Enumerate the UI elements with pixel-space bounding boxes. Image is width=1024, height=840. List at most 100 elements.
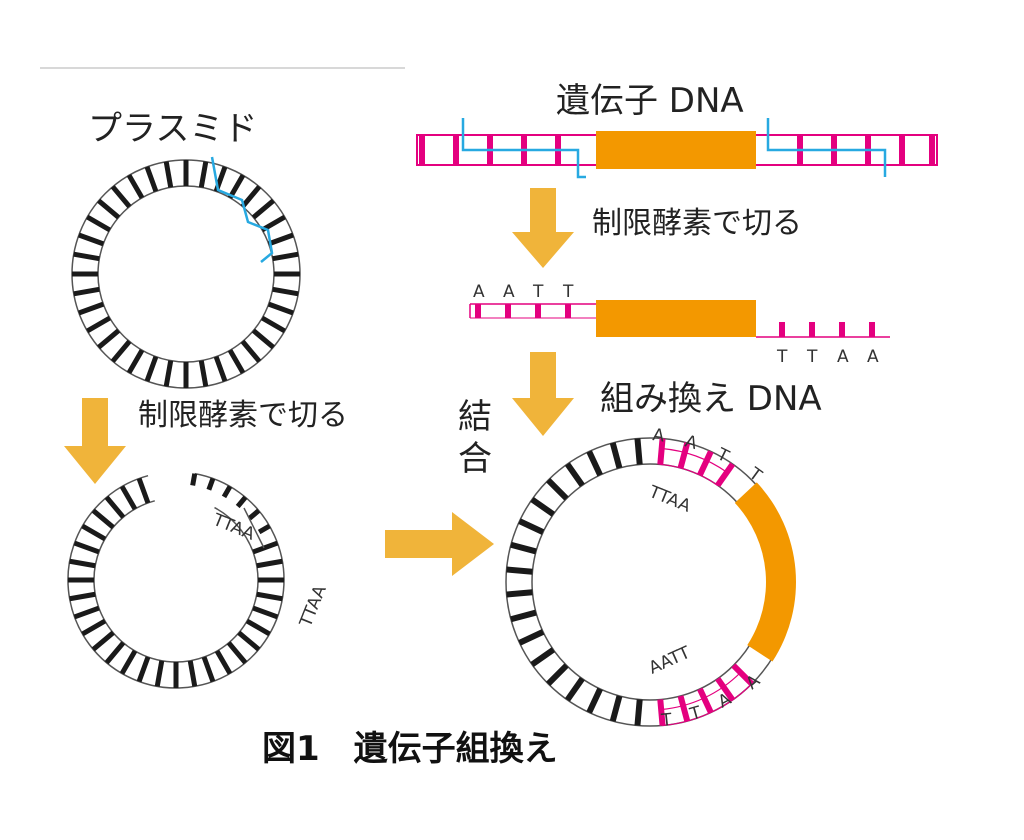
plasmid-segment: [251, 198, 275, 220]
recomb-plasmid-segment: [564, 462, 585, 488]
plasmid-segment: [272, 251, 299, 262]
cut-gene-fragment: [469, 300, 890, 338]
open-plasmid-segment: [214, 649, 233, 675]
plasmid-segment: [267, 232, 294, 247]
open-plasmid-sticky-segment: [235, 495, 248, 509]
fragment-gene-block: [596, 300, 756, 337]
open-plasmid-segment: [252, 540, 279, 555]
recomb-top-junction-outline: [659, 447, 728, 487]
cut-label-left: 制限酵素で切る: [138, 398, 348, 433]
sticky-top-base-2: A: [503, 282, 515, 302]
plasmid-segment: [267, 301, 294, 316]
open-plasmid-sticky-segment: [221, 485, 233, 499]
open-plasmid-sticky-segment: [257, 523, 271, 535]
open-plasmid-segment: [245, 618, 271, 637]
plasmid-segment: [240, 185, 262, 209]
plasmid-segment: [251, 328, 275, 350]
opened-plasmid: [67, 472, 285, 689]
plasmid-cut-line: [210, 156, 274, 263]
recomb-outer-top-1: A: [651, 425, 666, 446]
plasmid-segment: [144, 355, 159, 382]
recomb-plasmid-segment: [609, 695, 623, 722]
open-plasmid-segment: [81, 523, 107, 542]
arrow-down-plasmid: [64, 398, 126, 484]
open-plasmid-segment: [252, 605, 279, 620]
plasmid-segment: [73, 286, 100, 297]
plasmid-segment: [272, 286, 299, 297]
bind-label-1: 結: [458, 397, 492, 437]
plasmid-segment: [163, 161, 174, 188]
gene-stripe: [453, 135, 459, 165]
cut-label-top: 制限酵素で切る: [592, 206, 802, 241]
open-plasmid-segment: [104, 495, 126, 519]
open-plasmid-segment: [136, 477, 151, 504]
fragment-top-tooth: [565, 304, 571, 318]
plasmid-segment: [126, 348, 145, 374]
open-plasmid-sticky-segment: [247, 508, 261, 521]
arrow-right-combine: [385, 512, 494, 576]
fragment-bottom-tooth: [839, 322, 845, 337]
recomb-top-junction-segment: [677, 442, 691, 469]
recomb-gene-insert: [734, 482, 796, 662]
open-plasmid-segment: [81, 618, 107, 637]
recombinant-ring: [505, 437, 796, 727]
recomb-plasmid-segment: [609, 442, 623, 469]
sticky-bottom-base-3: A: [837, 347, 849, 367]
gene-stripe: [419, 135, 425, 165]
plasmid-segment: [144, 166, 159, 193]
plasmid-segment: [163, 360, 174, 387]
recomb-inner-top: TTAA: [645, 482, 694, 517]
figure-caption: 図1 遺伝子組換え: [262, 729, 558, 769]
open-plasmid-sticky-segment: [206, 477, 216, 491]
recomb-plasmid-segment: [546, 478, 569, 501]
plasmid-segment: [198, 360, 209, 387]
open-plasmid-outer-edge: [67, 472, 285, 689]
recomb-plasmid-segment: [510, 541, 537, 555]
plasmid-segment: [260, 214, 286, 233]
recomb-plasmid-segment: [530, 647, 556, 668]
recomb-plasmid-segment: [586, 450, 603, 477]
sticky-bottom-base-4: A: [867, 347, 879, 367]
recomb-plasmid-segment: [634, 699, 643, 726]
open-plasmid-segment: [119, 649, 138, 675]
recomb-bottom-junction-segment: [697, 687, 714, 714]
recomb-inner-bottom: AATT: [646, 643, 694, 679]
plasmid-outer-edge: [71, 159, 301, 389]
open-plasmid-segment: [104, 641, 126, 665]
recomb-top-junction-segment: [697, 450, 714, 477]
plasmid-segment: [110, 339, 132, 363]
recomb-plasmid-segment: [634, 438, 643, 465]
sticky-bottom-base-1: T: [776, 347, 788, 367]
sticky-top-base-4: T: [562, 282, 574, 302]
plasmid-segment: [260, 315, 286, 334]
plasmid-segment: [227, 348, 246, 374]
open-plasmid-segment: [187, 660, 198, 687]
bind-label-2: 合: [458, 439, 492, 479]
gene-cut-line-right: [766, 118, 887, 177]
plasmid-ring: [71, 159, 301, 389]
open-plasmid-segment: [237, 630, 261, 652]
fragment-top-tooth: [475, 304, 481, 318]
plasmid-segment: [78, 301, 105, 316]
recomb-bottom-junction-outline: [660, 671, 753, 727]
plasmid-segment: [78, 232, 105, 247]
open-plasmid-segment: [69, 558, 96, 569]
recomb-plasmid-segment: [506, 566, 533, 575]
plasmid-segment: [73, 251, 100, 262]
open-plasmid-segment: [256, 591, 283, 602]
open-plasmid-segment: [73, 540, 100, 555]
gene-stripe: [899, 135, 905, 165]
fragment-bottom-tooth: [869, 322, 875, 337]
recomb-plasmid-segment: [518, 629, 545, 646]
recomb-plasmid-segment: [506, 589, 533, 598]
arrow-down-gene-1: [512, 188, 574, 268]
plasmid-segment: [198, 161, 209, 188]
recomb-bottom-junction-segment: [677, 695, 691, 722]
plasmid-segment: [97, 328, 121, 350]
open-plasmid-segment: [226, 641, 248, 665]
open-right-bases: TTAA: [296, 582, 331, 631]
arrow-down-gene-2: [512, 352, 574, 436]
sticky-bottom-base-2: T: [806, 347, 818, 367]
open-plasmid-inner-edge: [93, 500, 259, 663]
open-plasmid-segment: [256, 558, 283, 569]
